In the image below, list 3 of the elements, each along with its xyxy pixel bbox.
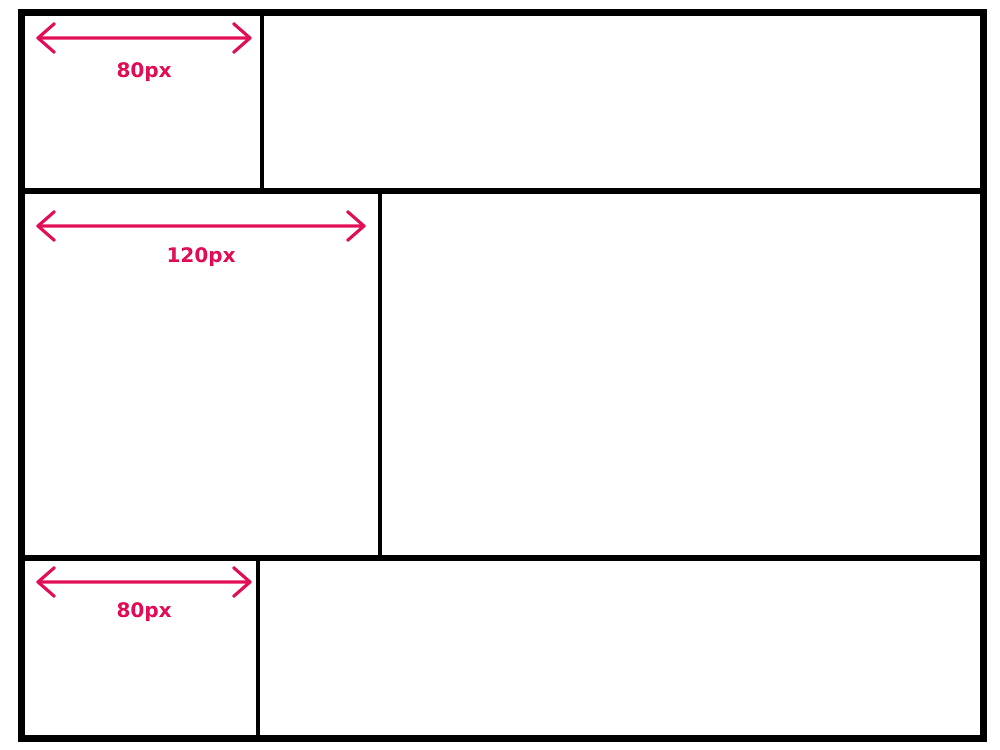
dimension-label: 80px <box>116 598 172 622</box>
dimension-label: 80px <box>116 58 172 82</box>
dimension-label: 120px <box>166 243 236 267</box>
